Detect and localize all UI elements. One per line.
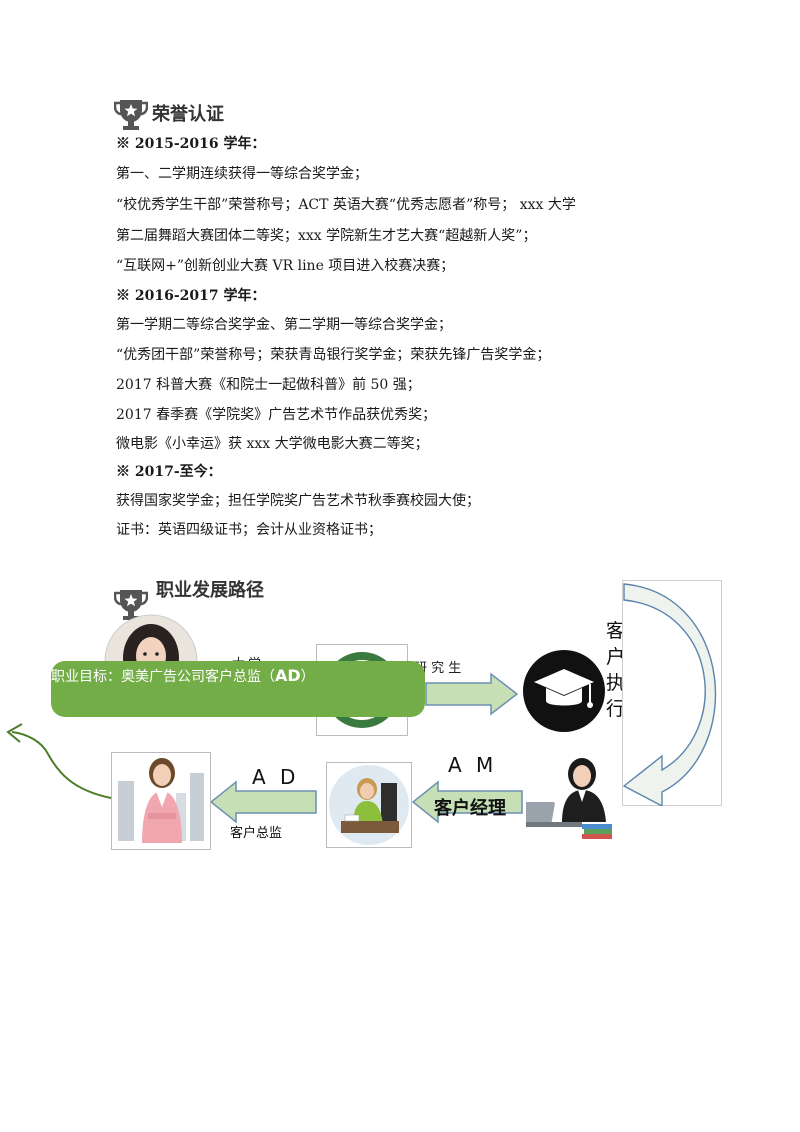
stage-ad-code: A D — [252, 765, 300, 789]
vertical-char: 执 — [606, 672, 626, 694]
stage-am-label: 客户经理 — [434, 798, 506, 819]
trophy-icon — [114, 590, 148, 620]
career-goal-suffix: ） — [300, 669, 315, 685]
stage-account-exec-vertical: 客 户 执 行 — [606, 618, 628, 722]
honor-line: “校优秀学生干部”荣誉称号；ACT 英语大赛“优秀志愿者”称号； xxx 大学 — [116, 197, 576, 213]
trophy-icon — [114, 100, 148, 130]
arrow-right-icon — [425, 672, 519, 716]
stage-ad-label: 客户总监 — [230, 826, 283, 841]
vertical-char: 行 — [606, 698, 626, 720]
vertical-char: 客 — [606, 620, 626, 642]
year-heading-1: ※ 2015-2016 学年： — [116, 136, 266, 152]
honors-title: 荣誉认证 — [152, 104, 224, 125]
honor-line: 2017 春季赛《学院奖》广告艺术节作品获优秀奖； — [116, 407, 437, 423]
career-goal-highlight: AD — [275, 666, 301, 685]
director-frame — [111, 752, 211, 850]
honor-line: 第一学期二等综合奖学金、第二学期一等综合奖学金； — [116, 317, 452, 333]
stage-am-code: A M — [448, 753, 498, 777]
honor-line: 获得国家奖学金；担任学院奖广告艺术节秋季赛校园大使； — [116, 493, 480, 509]
honor-line: “互联网+”创新创业大赛 VR line 项目进入校赛决赛； — [116, 258, 455, 274]
career-goal-banner — [51, 661, 425, 717]
curved-arrow-icon — [622, 583, 717, 806]
honor-line: “优秀团干部”荣誉称号；荣获青岛银行奖学金；荣获先锋广告奖学金； — [116, 347, 551, 363]
career-goal-prefix: 职业目标：奥美广告公司客户总监（ — [51, 669, 275, 685]
honor-line: 证书：英语四级证书；会计从业资格证书； — [116, 522, 382, 538]
goal-curved-arrow-icon — [6, 723, 112, 799]
career-title: 职业发展路径 — [156, 580, 264, 601]
office-worker-frame — [326, 762, 412, 848]
year-heading-2: ※ 2016-2017 学年： — [116, 288, 266, 304]
account-director-figure — [118, 758, 204, 843]
honor-line: 第一、二学期连续获得一等综合奖学金； — [116, 166, 368, 182]
vertical-char: 户 — [606, 646, 626, 668]
office-worker-figure — [329, 765, 409, 845]
career-section: 职业发展路径 大学 研 究 生 职业目标：奥美广告公司客户总监（AD） — [0, 560, 800, 880]
year-heading-3: ※ 2017-至今： — [116, 464, 222, 480]
account-manager-figure — [526, 758, 612, 839]
career-goal-text: 职业目标：奥美广告公司客户总监（AD） — [51, 666, 315, 686]
graduation-cap-icon — [523, 650, 605, 732]
arrow-left-icon — [210, 780, 317, 824]
stage-graduate-label: 研 究 生 — [414, 661, 462, 676]
honor-line: 微电影《小幸运》获 xxx 大学微电影大赛二等奖； — [116, 436, 429, 452]
arrow-left-icon — [412, 780, 523, 824]
honors-section: 荣誉认证 ※ 2015-2016 学年： 第一、二学期连续获得一等综合奖学金； … — [0, 0, 800, 560]
honor-line: 第二届舞蹈大赛团体二等奖；xxx 学院新生才艺大赛“超越新人奖”； — [116, 228, 537, 244]
honor-line: 2017 科普大赛《和院士一起做科普》前 50 强； — [116, 377, 421, 393]
